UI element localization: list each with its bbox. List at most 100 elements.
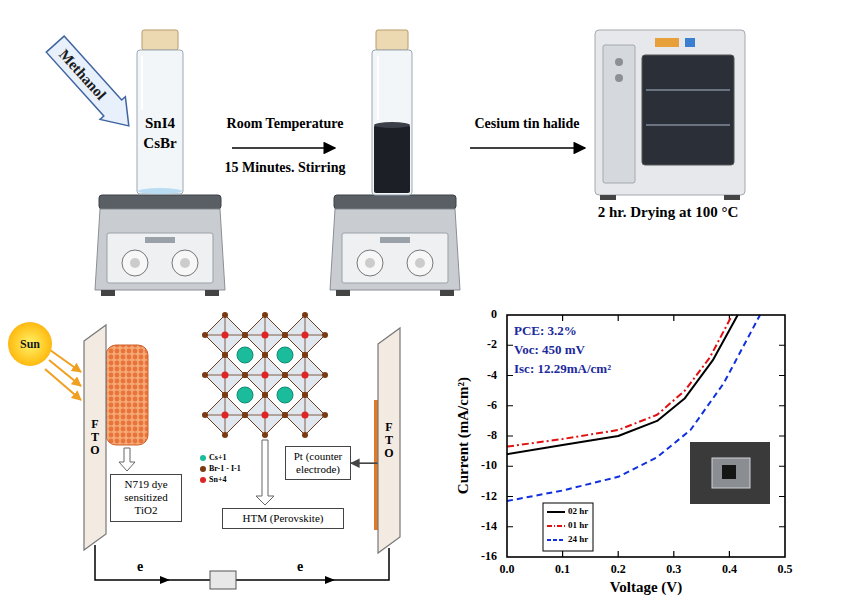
- tick-label: -2: [487, 338, 497, 352]
- cesium-atom: [277, 387, 293, 403]
- circuit-wire: [236, 548, 389, 580]
- node-text: HTM (Perovskite): [227, 512, 339, 525]
- legend-text: Sn+4: [209, 476, 226, 485]
- oven-shelf: [646, 89, 730, 91]
- electrode-slab: [84, 325, 106, 550]
- legend-line: [547, 539, 565, 541]
- metric-note: Voc: 450 mV: [514, 343, 585, 358]
- external-circuit: [95, 545, 389, 589]
- oven-shelf: [646, 124, 730, 126]
- legend-swatch: [200, 466, 206, 472]
- oven-display: [685, 38, 695, 47]
- vial-glass: [137, 50, 183, 194]
- node-text: Pt (counter electrode): [290, 450, 346, 476]
- tio2-layer: [106, 345, 148, 445]
- light-ray: [49, 360, 81, 386]
- hollow-arrow: [119, 448, 135, 471]
- tick-label: 0.5: [778, 563, 793, 577]
- fto-electrode: FTO: [84, 325, 106, 550]
- pt-layer: [374, 400, 378, 530]
- legend-entry: Sn+4: [200, 476, 226, 485]
- oven-button: [615, 58, 623, 66]
- legend-text: 02 hr: [568, 507, 588, 517]
- metric-note: Isc: 12.29mA/cm²: [514, 362, 611, 377]
- legend-text: Br-1 - I-1: [209, 465, 241, 474]
- electron-label: e: [297, 559, 303, 575]
- node-text: FTO: [383, 421, 395, 461]
- process-arrow: [470, 147, 585, 149]
- step-label: Cesium tin halide: [474, 116, 579, 132]
- tick-label: 0.2: [611, 563, 626, 577]
- connector-arrow: [351, 462, 378, 464]
- tick-label: 0.0: [500, 563, 515, 577]
- electron-label: e: [137, 559, 143, 575]
- metric-note: PCE: 3.2%: [514, 324, 577, 339]
- vial-base: [138, 188, 182, 194]
- electron-arrow: [160, 576, 170, 584]
- hollow-arrow: [256, 440, 274, 505]
- light-ray: [50, 350, 81, 372]
- light-ray: [45, 369, 81, 400]
- cesium-atom: [277, 347, 293, 363]
- axis-title: Current (mA/cm²): [455, 377, 472, 494]
- precursor-vial: SnI4CsBr: [136, 30, 184, 195]
- legend-entry: 02 hr: [568, 507, 588, 517]
- legend-text: 01 hr: [568, 521, 588, 531]
- hot-plate: [330, 195, 460, 296]
- fto-electrode: FTO: [378, 328, 400, 553]
- axis-title: Voltage (V): [610, 579, 682, 596]
- tick-label: 0.1: [555, 563, 570, 577]
- legend-box: [543, 503, 593, 551]
- oven-foot: [724, 195, 740, 200]
- legend-entry: 01 hr: [568, 521, 588, 531]
- tick-label: -10: [481, 459, 497, 473]
- legend-swatch: [200, 455, 206, 461]
- tick-label: 0.4: [722, 563, 737, 577]
- node-text: FTO: [89, 418, 101, 458]
- tick-label: -8: [487, 429, 497, 443]
- legend-text: 24 hr: [568, 535, 588, 545]
- oven-panel: [603, 45, 635, 183]
- legend-text: Cs+1: [209, 454, 226, 463]
- tick-label: -6: [487, 399, 497, 413]
- drying-oven: [595, 30, 745, 200]
- tick-label: -16: [481, 550, 497, 564]
- vial-outline: [136, 30, 184, 195]
- jv-chart: [507, 315, 785, 557]
- oven-display: [655, 38, 679, 47]
- electron-arrow: [325, 576, 335, 584]
- glass-highlight: [377, 56, 379, 120]
- process-arrow: [232, 147, 335, 149]
- plot-frame: [507, 315, 785, 557]
- circuit-wire: [95, 545, 210, 580]
- tick-label: 0: [491, 308, 497, 322]
- device-photo: [690, 442, 770, 504]
- node-text: Methanol: [56, 46, 110, 103]
- vial-cap: [376, 30, 408, 50]
- legend-line: [547, 525, 565, 527]
- hot-plate: [95, 195, 225, 296]
- liquid-surface: [374, 122, 410, 128]
- legend-entry: 24 hr: [568, 535, 588, 545]
- step-label: Room Temperature: [227, 116, 344, 132]
- axis-ticks: [507, 315, 785, 557]
- cesium-atom: [237, 387, 253, 403]
- reagent-arrow: Methanol: [44, 34, 140, 136]
- vial-dark-solution: [372, 30, 412, 195]
- oven-foot: [600, 195, 616, 200]
- perovskite-crystal: [202, 312, 328, 438]
- vial-glass: [372, 50, 412, 195]
- glass-highlight: [141, 56, 143, 110]
- light-rays: [45, 350, 81, 400]
- step-label: 15 Minutes. Stirring: [225, 160, 346, 176]
- node-text: CsBr: [143, 133, 176, 153]
- vial-liquid: [374, 125, 410, 193]
- electrode-slab: [378, 328, 400, 553]
- sun-circle: Sun: [8, 322, 52, 366]
- device-photo-cell: [712, 458, 750, 488]
- node-text: SnI4: [145, 113, 175, 133]
- oven-window: [642, 55, 734, 165]
- tick-label: -14: [481, 520, 497, 534]
- legend-entry: Br-1 - I-1: [200, 465, 241, 474]
